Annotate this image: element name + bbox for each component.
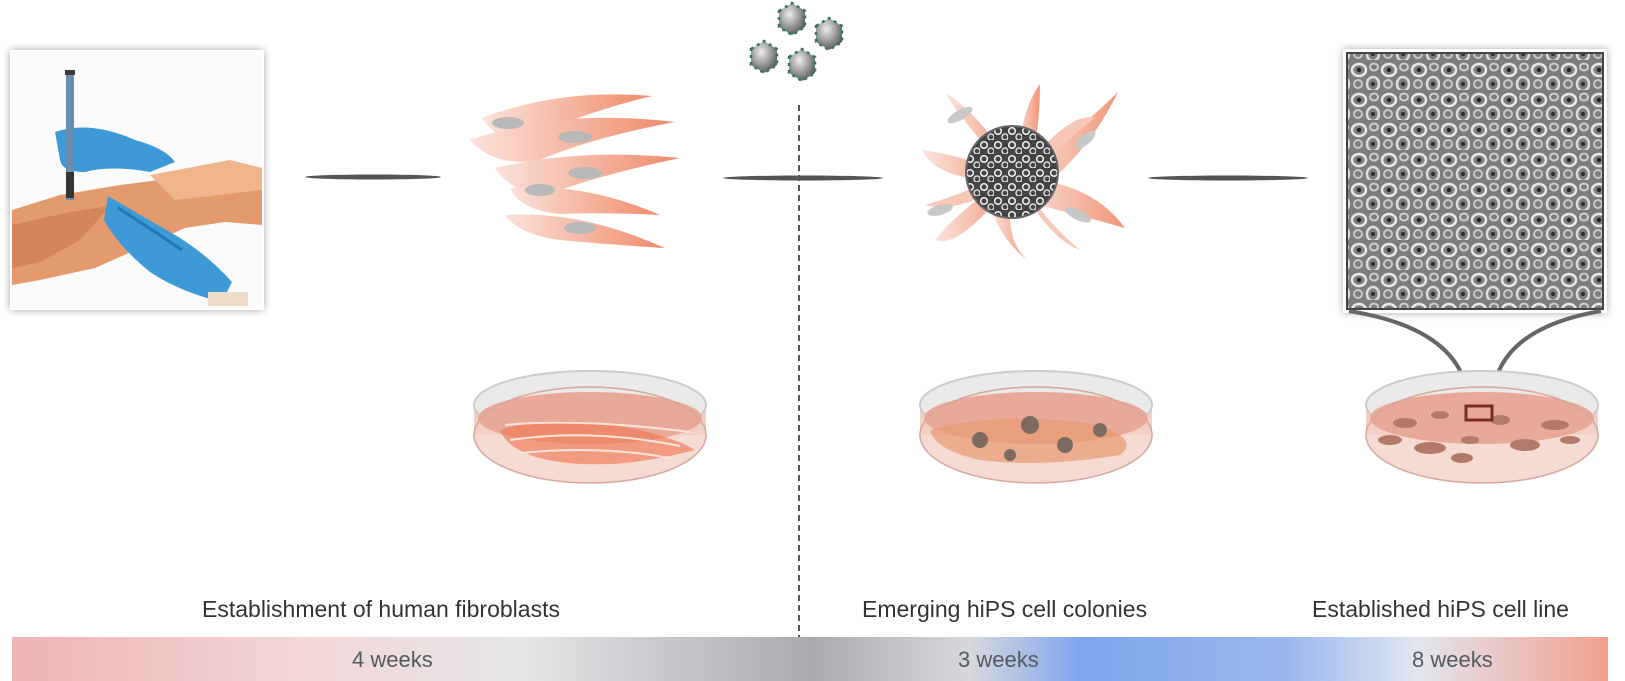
petri-dish-colonies (920, 371, 1152, 483)
emerging-colony-icon (922, 84, 1125, 262)
connector-dash (305, 175, 441, 180)
petri-dish-cell-line (1366, 371, 1598, 483)
stage-label-colonies: Emerging hiPS cell colonies (862, 596, 1147, 623)
stage-label-fibroblasts: Establishment of human fibroblasts (202, 596, 560, 623)
fibroblast-cells-icon (470, 94, 680, 248)
duration-label-2: 3 weeks (958, 647, 1039, 673)
skin-biopsy-photo (10, 50, 264, 310)
connector-dash (723, 176, 883, 181)
petri-dish-fibroblasts (474, 371, 706, 483)
duration-label-1: 4 weeks (352, 647, 433, 673)
hips-micrograph-icon (1343, 49, 1607, 408)
duration-label-3: 8 weeks (1412, 647, 1493, 673)
timeline-bar: 4 weeks 3 weeks 8 weeks (12, 637, 1608, 681)
connector-dash (1148, 176, 1308, 181)
reprogramming-factors-icon (751, 3, 842, 81)
stage-label-cell-line: Established hiPS cell line (1312, 596, 1569, 623)
